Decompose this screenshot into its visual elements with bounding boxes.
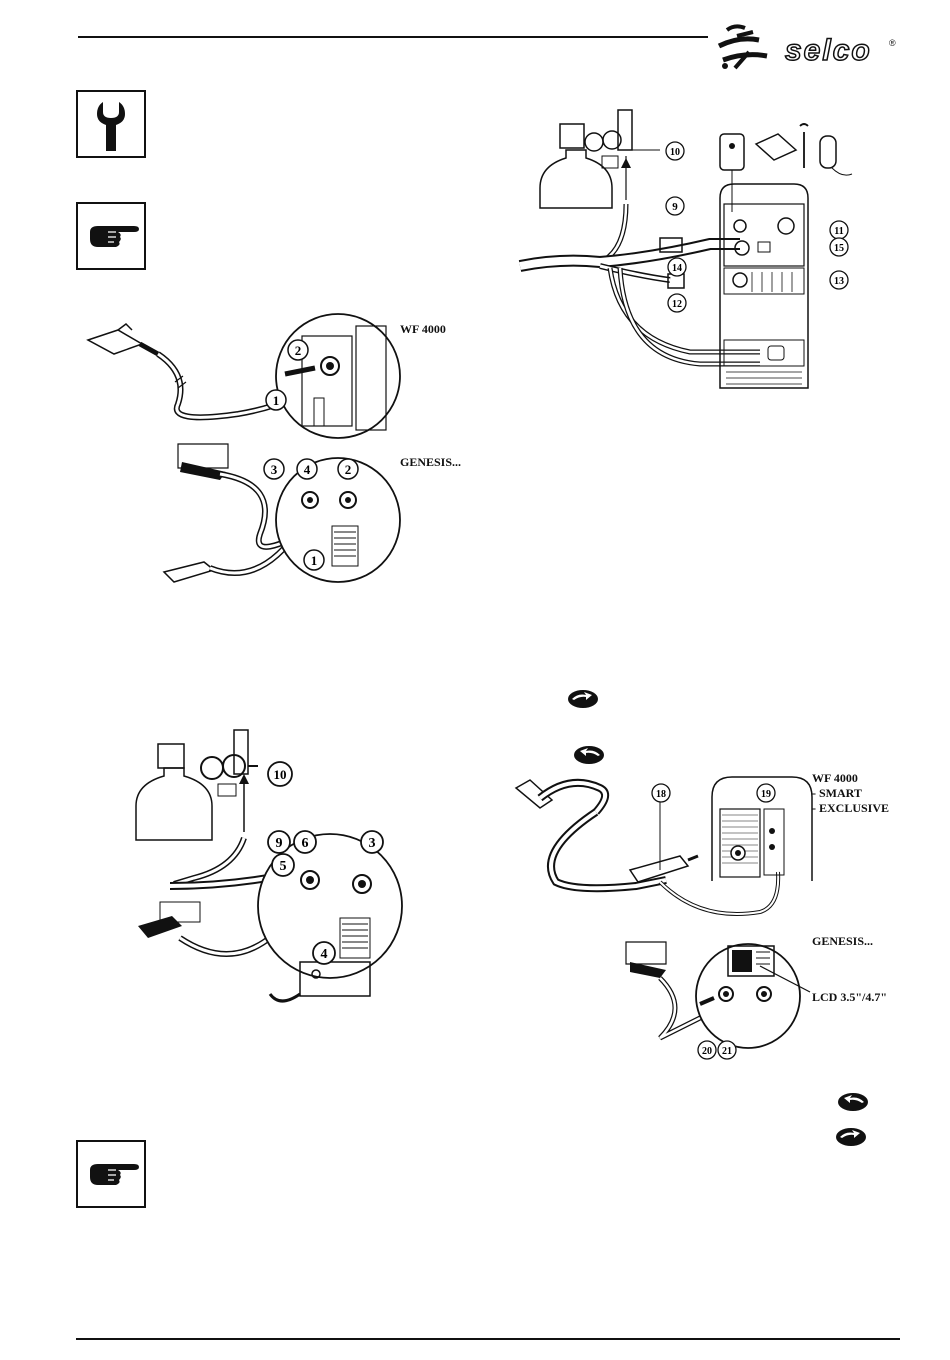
callout-3-fig3: 3 — [359, 829, 385, 855]
callout-20-fig6: 20 — [696, 1039, 718, 1061]
callout-label: 10 — [670, 147, 680, 158]
label-lcd: LCD 3.5"/4.7" — [812, 990, 887, 1004]
callout-10-fig3: 10 — [266, 760, 294, 788]
gas-out-icon — [566, 687, 600, 709]
callout-label: 4 — [304, 462, 311, 477]
callout-label: 13 — [834, 276, 844, 287]
callout-label: 19 — [761, 789, 771, 800]
callout-label: 2 — [345, 462, 352, 477]
label-genesis-bottom: GENESIS... — [812, 934, 873, 948]
label-wf4000-bottom: WF 4000 — [812, 771, 858, 785]
selco-logo-mark-icon — [715, 22, 785, 74]
label-genesis-top: GENESIS... — [400, 455, 461, 469]
callout-label: 15 — [834, 243, 844, 254]
callout-label: 9 — [672, 201, 678, 213]
callout-label: 4 — [321, 947, 328, 962]
callout-21-fig6: 21 — [716, 1039, 738, 1061]
hand-icon-box-1 — [76, 202, 146, 270]
callout-label: 1 — [273, 393, 280, 408]
wrench-icon — [76, 90, 146, 158]
pointing-hand-icon — [76, 1140, 146, 1208]
registered-mark: ® — [889, 38, 896, 48]
callout-2-fig2: 2 — [336, 457, 360, 481]
callout-label: 14 — [672, 263, 682, 274]
callout-14-fig4: 14 — [666, 256, 688, 278]
callout-label: 12 — [672, 299, 682, 310]
fig-wf4000-rear — [520, 108, 870, 408]
callout-1-fig2: 1 — [302, 548, 326, 572]
callout-label: 9 — [276, 836, 283, 851]
callout-label: 3 — [271, 462, 278, 477]
callout-19-fig5: 19 — [755, 782, 777, 804]
callout-label: 18 — [656, 789, 666, 800]
fig-wf4000-clamp — [80, 312, 410, 442]
label-exclusive: - EXCLUSIVE — [812, 801, 889, 815]
callout-1-fig1: 1 — [264, 388, 288, 412]
label-smart: - SMART — [812, 786, 862, 800]
fig-genesis-lcd — [618, 936, 818, 1046]
callout-label: 21 — [722, 1046, 732, 1057]
callout-label: 1 — [311, 553, 318, 568]
callout-label: 5 — [280, 859, 287, 874]
callout-label: 3 — [369, 836, 376, 851]
callout-3-fig2: 3 — [262, 457, 286, 481]
gas-in-icon — [572, 743, 606, 765]
pointing-hand-icon — [76, 202, 146, 270]
selco-logo: selco ® — [715, 22, 905, 74]
callout-5-fig3: 5 — [270, 852, 296, 878]
wrench-icon-box — [76, 90, 146, 158]
callout-4-fig3: 4 — [311, 940, 337, 966]
callout-label: 6 — [302, 836, 309, 851]
callout-13-fig4: 13 — [828, 269, 850, 291]
hand-icon-box-2 — [76, 1140, 146, 1208]
callout-10-fig4: 10 — [664, 140, 686, 162]
callout-label: 2 — [295, 343, 302, 358]
callout-label: 10 — [274, 767, 287, 782]
callout-4-fig2: 4 — [295, 457, 319, 481]
gas-in-icon — [836, 1090, 870, 1112]
gas-out-icon — [834, 1125, 868, 1147]
callout-12-fig4: 12 — [666, 292, 688, 314]
footer-rule — [76, 1338, 900, 1340]
header-rule — [78, 36, 708, 38]
callout-9-fig4: 9 — [664, 195, 686, 217]
callout-2-fig1: 2 — [286, 338, 310, 362]
brand-wordmark: selco — [785, 34, 872, 68]
callout-15-fig4: 15 — [828, 236, 850, 258]
label-wf4000-top: WF 4000 — [400, 322, 446, 336]
callout-18-fig5: 18 — [650, 782, 672, 804]
callout-label: 20 — [702, 1046, 712, 1057]
